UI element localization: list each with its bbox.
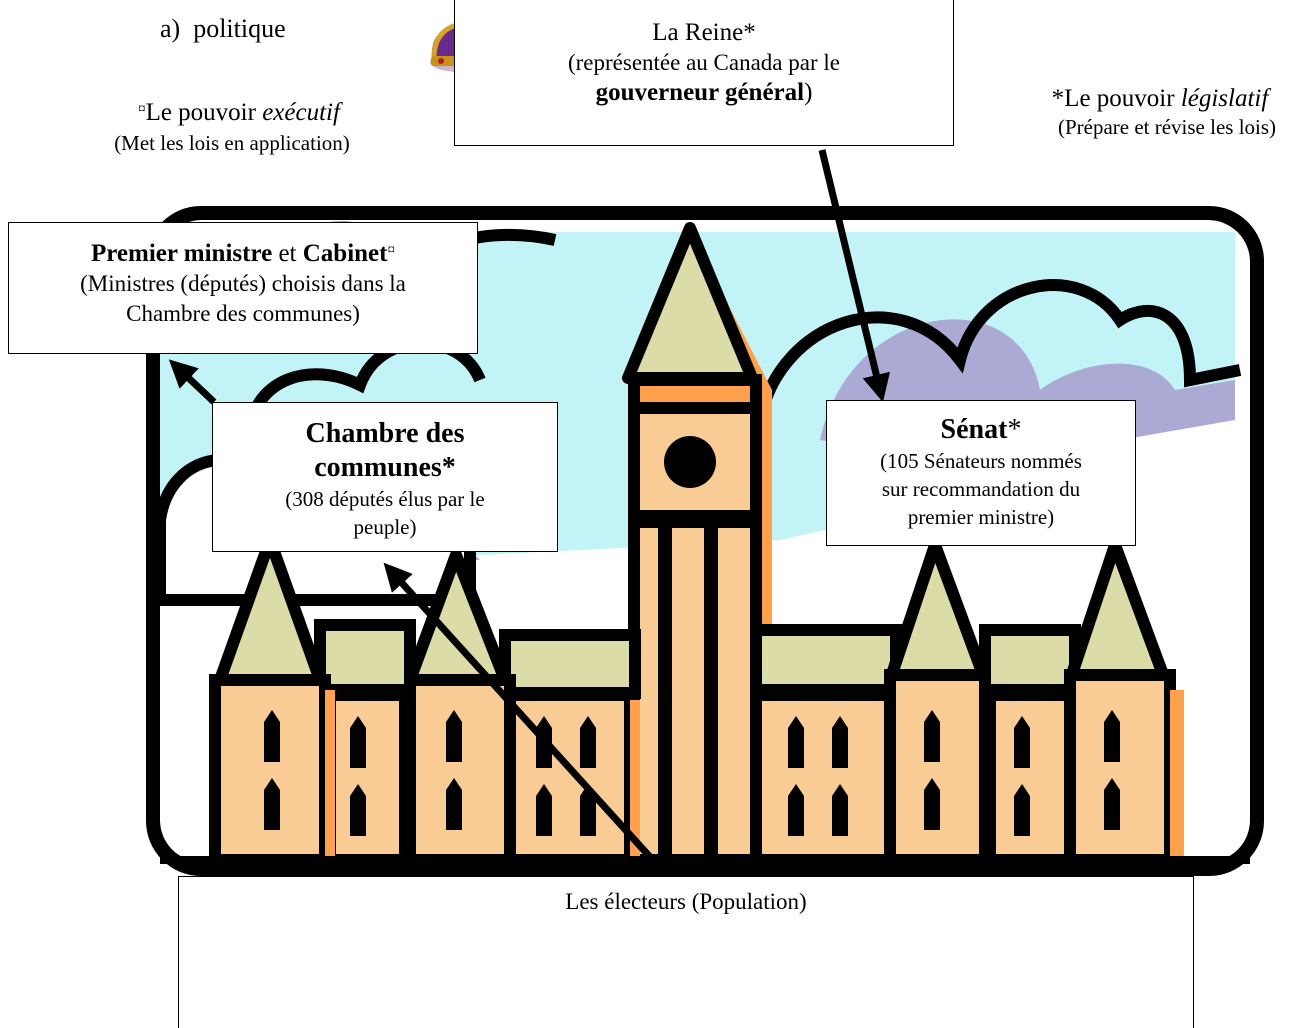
queen-line3: gouverneur général) xyxy=(595,79,813,106)
commons-title-1: Chambre des xyxy=(305,418,465,449)
commons-line4: peuple) xyxy=(353,515,417,539)
pm-cabinet-line2: (Ministres (députés) choisis dans la xyxy=(80,271,406,296)
tower-clock xyxy=(664,436,716,488)
commons-box: Chambre des communes* (308 députés élus … xyxy=(212,402,558,552)
voters-box: Les électeurs (Population) xyxy=(178,876,1194,1028)
senate-line2: (105 Sénateurs nommés xyxy=(880,449,1082,473)
legislative-power-title: *Le pouvoir législatif xyxy=(1051,85,1269,112)
pm-cabinet-line3: Chambre des communes) xyxy=(126,301,360,326)
executive-power-title: ¤Le pouvoir exécutif xyxy=(138,99,340,126)
senate-line4: premier ministre) xyxy=(907,505,1055,529)
section-label: a) politique xyxy=(160,14,286,43)
commons-title-2: communes* xyxy=(314,452,456,483)
senate-title: Sénat* xyxy=(940,414,1022,445)
commons-line3: (308 députés élus par le xyxy=(285,487,485,511)
executive-power-desc: (Met les lois en application) xyxy=(114,131,350,155)
queen-box: La Reine* (représentée au Canada par le … xyxy=(454,0,954,146)
voters-label: Les électeurs (Population) xyxy=(565,889,807,914)
legislative-power-desc: (Prépare et révise les lois) xyxy=(1057,115,1277,139)
queen-line2: (représentée au Canada par le xyxy=(567,50,840,75)
queen-title: La Reine* xyxy=(652,19,756,46)
senate-box: Sénat* (105 Sénateurs nommés sur recomma… xyxy=(826,400,1136,546)
senate-line3: sur recommandation du xyxy=(881,477,1081,501)
pm-cabinet-title: Premier ministre et Cabinet¤ xyxy=(91,240,395,267)
pm-cabinet-box: Premier ministre et Cabinet¤ (Ministres … xyxy=(8,222,478,354)
